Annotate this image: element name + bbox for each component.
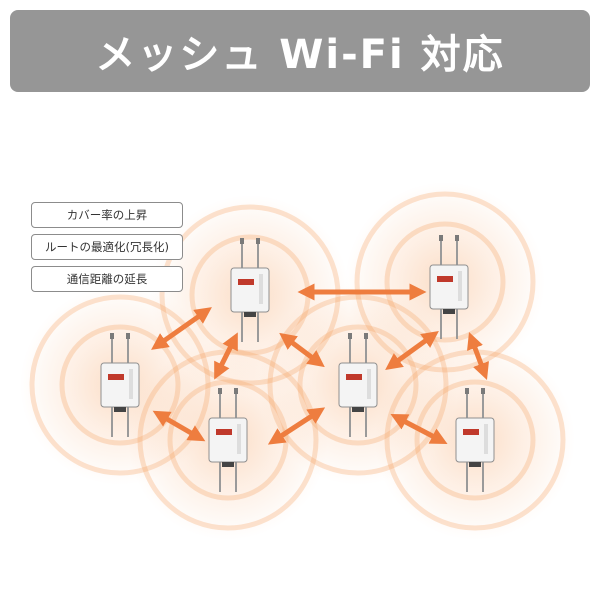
feature-list: カバー率の上昇 ルートの最適化(冗長化) 通信距離の延長: [31, 202, 183, 298]
feature-range-extension: 通信距離の延長: [31, 266, 183, 292]
mesh-links: [151, 283, 489, 445]
title-banner: メッシュ Wi-Fi 対応: [10, 10, 590, 92]
link-top-left-bottom-left: [214, 332, 238, 380]
link-center-bottom-right: [390, 414, 448, 444]
link-center-top-right: [385, 331, 439, 370]
link-top-right-bottom-right: [467, 332, 489, 380]
link-left-bottom-left: [152, 410, 206, 442]
page-title: メッシュ Wi-Fi 対応: [95, 32, 505, 78]
feature-route-optimization: ルートの最適化(冗長化): [31, 234, 183, 260]
feature-coverage: カバー率の上昇: [31, 202, 183, 228]
link-top-left-left: [151, 307, 212, 350]
link-bottom-left-center: [267, 407, 326, 445]
link-top-left-center: [279, 332, 325, 368]
